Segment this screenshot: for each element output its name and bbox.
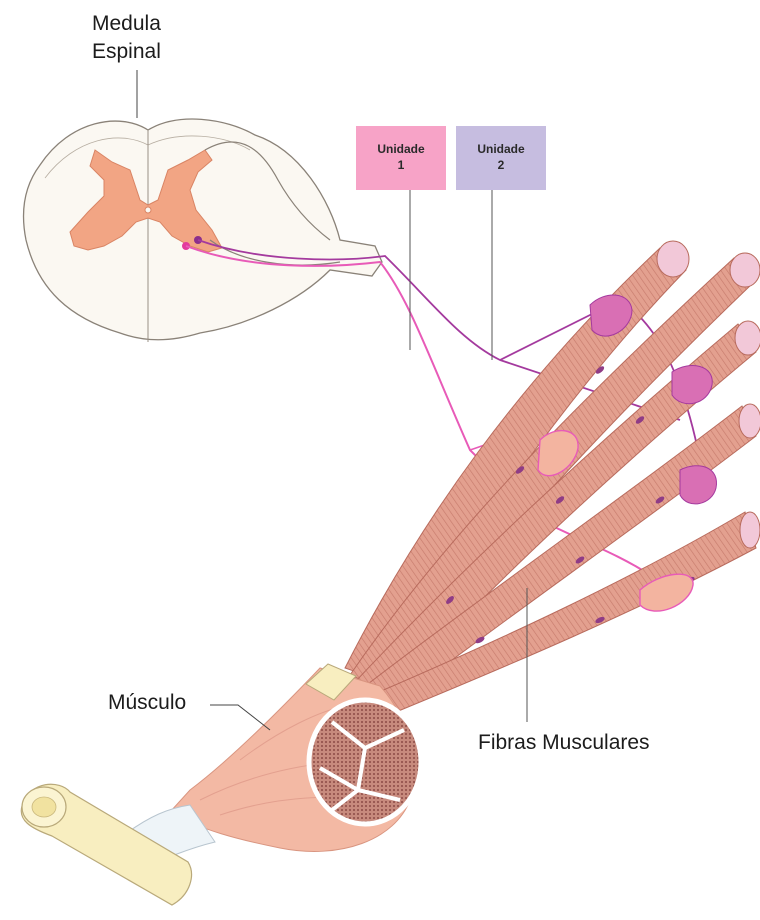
fiber-end-1	[657, 241, 689, 277]
endplate-unit-2	[672, 366, 712, 404]
muscle-label-leader	[210, 705, 270, 730]
spinal-cord-label-line1: Medula	[92, 10, 161, 38]
muscle-cross-section	[309, 700, 421, 824]
fiber-end-5	[740, 512, 760, 548]
central-canal	[145, 207, 151, 213]
muscle	[21, 664, 421, 905]
motor-unit-1-word: Unidade	[356, 141, 446, 157]
fiber-end-3	[735, 321, 760, 355]
fiber-end-2	[730, 253, 760, 287]
fiber-end-4	[739, 404, 760, 438]
spinal-cord-label: Medula Espinal	[92, 10, 161, 66]
motor-unit-1-number: 1	[356, 157, 446, 173]
bone-marrow	[32, 797, 56, 817]
motor-unit-2-number: 2	[456, 157, 546, 173]
spinal-cord-label-line2: Espinal	[92, 38, 161, 66]
motor-unit-1-box: Unidade 1	[356, 126, 446, 190]
motor-unit-2-word: Unidade	[456, 141, 546, 157]
muscle-fibers	[345, 241, 760, 712]
muscle-label: Músculo	[108, 690, 186, 716]
muscle-fibers-label: Fibras Musculares	[478, 730, 650, 756]
endplate-unit-2	[680, 466, 717, 504]
spinal-cord-section	[24, 70, 382, 342]
motor-unit-2-box: Unidade 2	[456, 126, 546, 190]
